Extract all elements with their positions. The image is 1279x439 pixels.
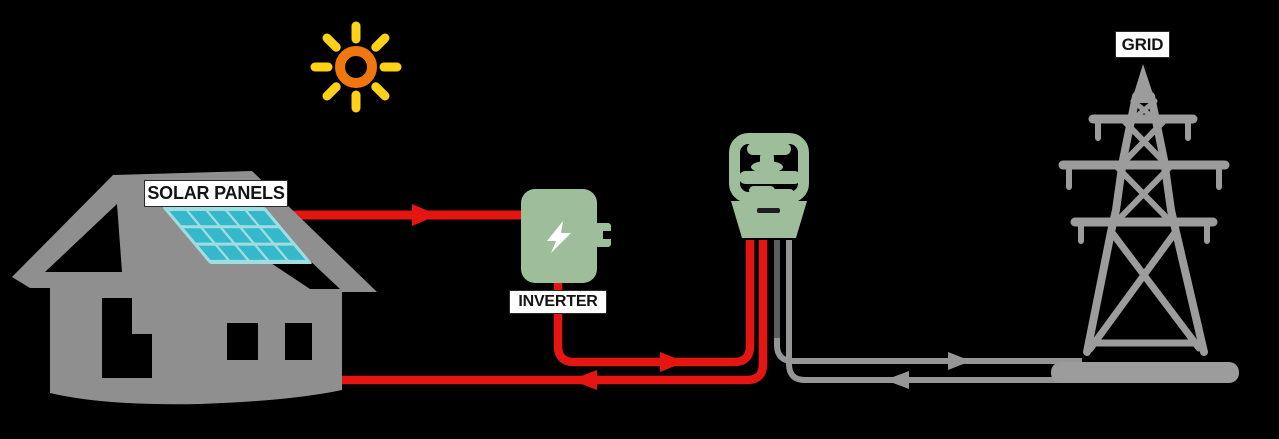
label-solar-panels: SOLAR PANELS [144, 180, 288, 207]
tower-base [1051, 362, 1239, 383]
tower-right-edge [1147, 92, 1208, 356]
meter-dials [739, 143, 801, 197]
lightning-bolt-icon [547, 221, 571, 253]
inverter-icon [521, 189, 613, 283]
sun-rays [310, 21, 402, 113]
tower-left-edge [1083, 92, 1140, 356]
arrow-right-icon [660, 352, 685, 372]
wire-meter-to-grid [774, 240, 1082, 364]
arrow-right-icon [412, 204, 438, 226]
solar-panel-cells [169, 211, 306, 260]
tower-crossarms [1058, 114, 1230, 244]
solar-panel-icon [163, 207, 312, 264]
arrow-right-icon [948, 352, 971, 370]
sun-core [335, 46, 377, 88]
label-grid: GRID [1115, 31, 1170, 58]
wire-meter-to-house [338, 240, 768, 385]
wire-grid-to-meter [786, 240, 1060, 383]
electric-meter-icon [729, 133, 809, 238]
label-inverter: INVERTER [509, 290, 607, 314]
wire-inverter-to-meter [553, 240, 755, 367]
arrow-left-icon [885, 371, 909, 389]
arrow-left-icon [571, 370, 597, 390]
meter-head [729, 133, 809, 203]
house-silhouette [12, 171, 377, 405]
sun-icon [310, 21, 402, 113]
inverter-connector-notch [603, 231, 613, 239]
meter-base [731, 201, 807, 238]
transmission-tower-icon [1051, 64, 1239, 383]
meter-base-slot [757, 208, 780, 213]
tower-lattice [1086, 98, 1203, 353]
house-icon [12, 171, 377, 405]
